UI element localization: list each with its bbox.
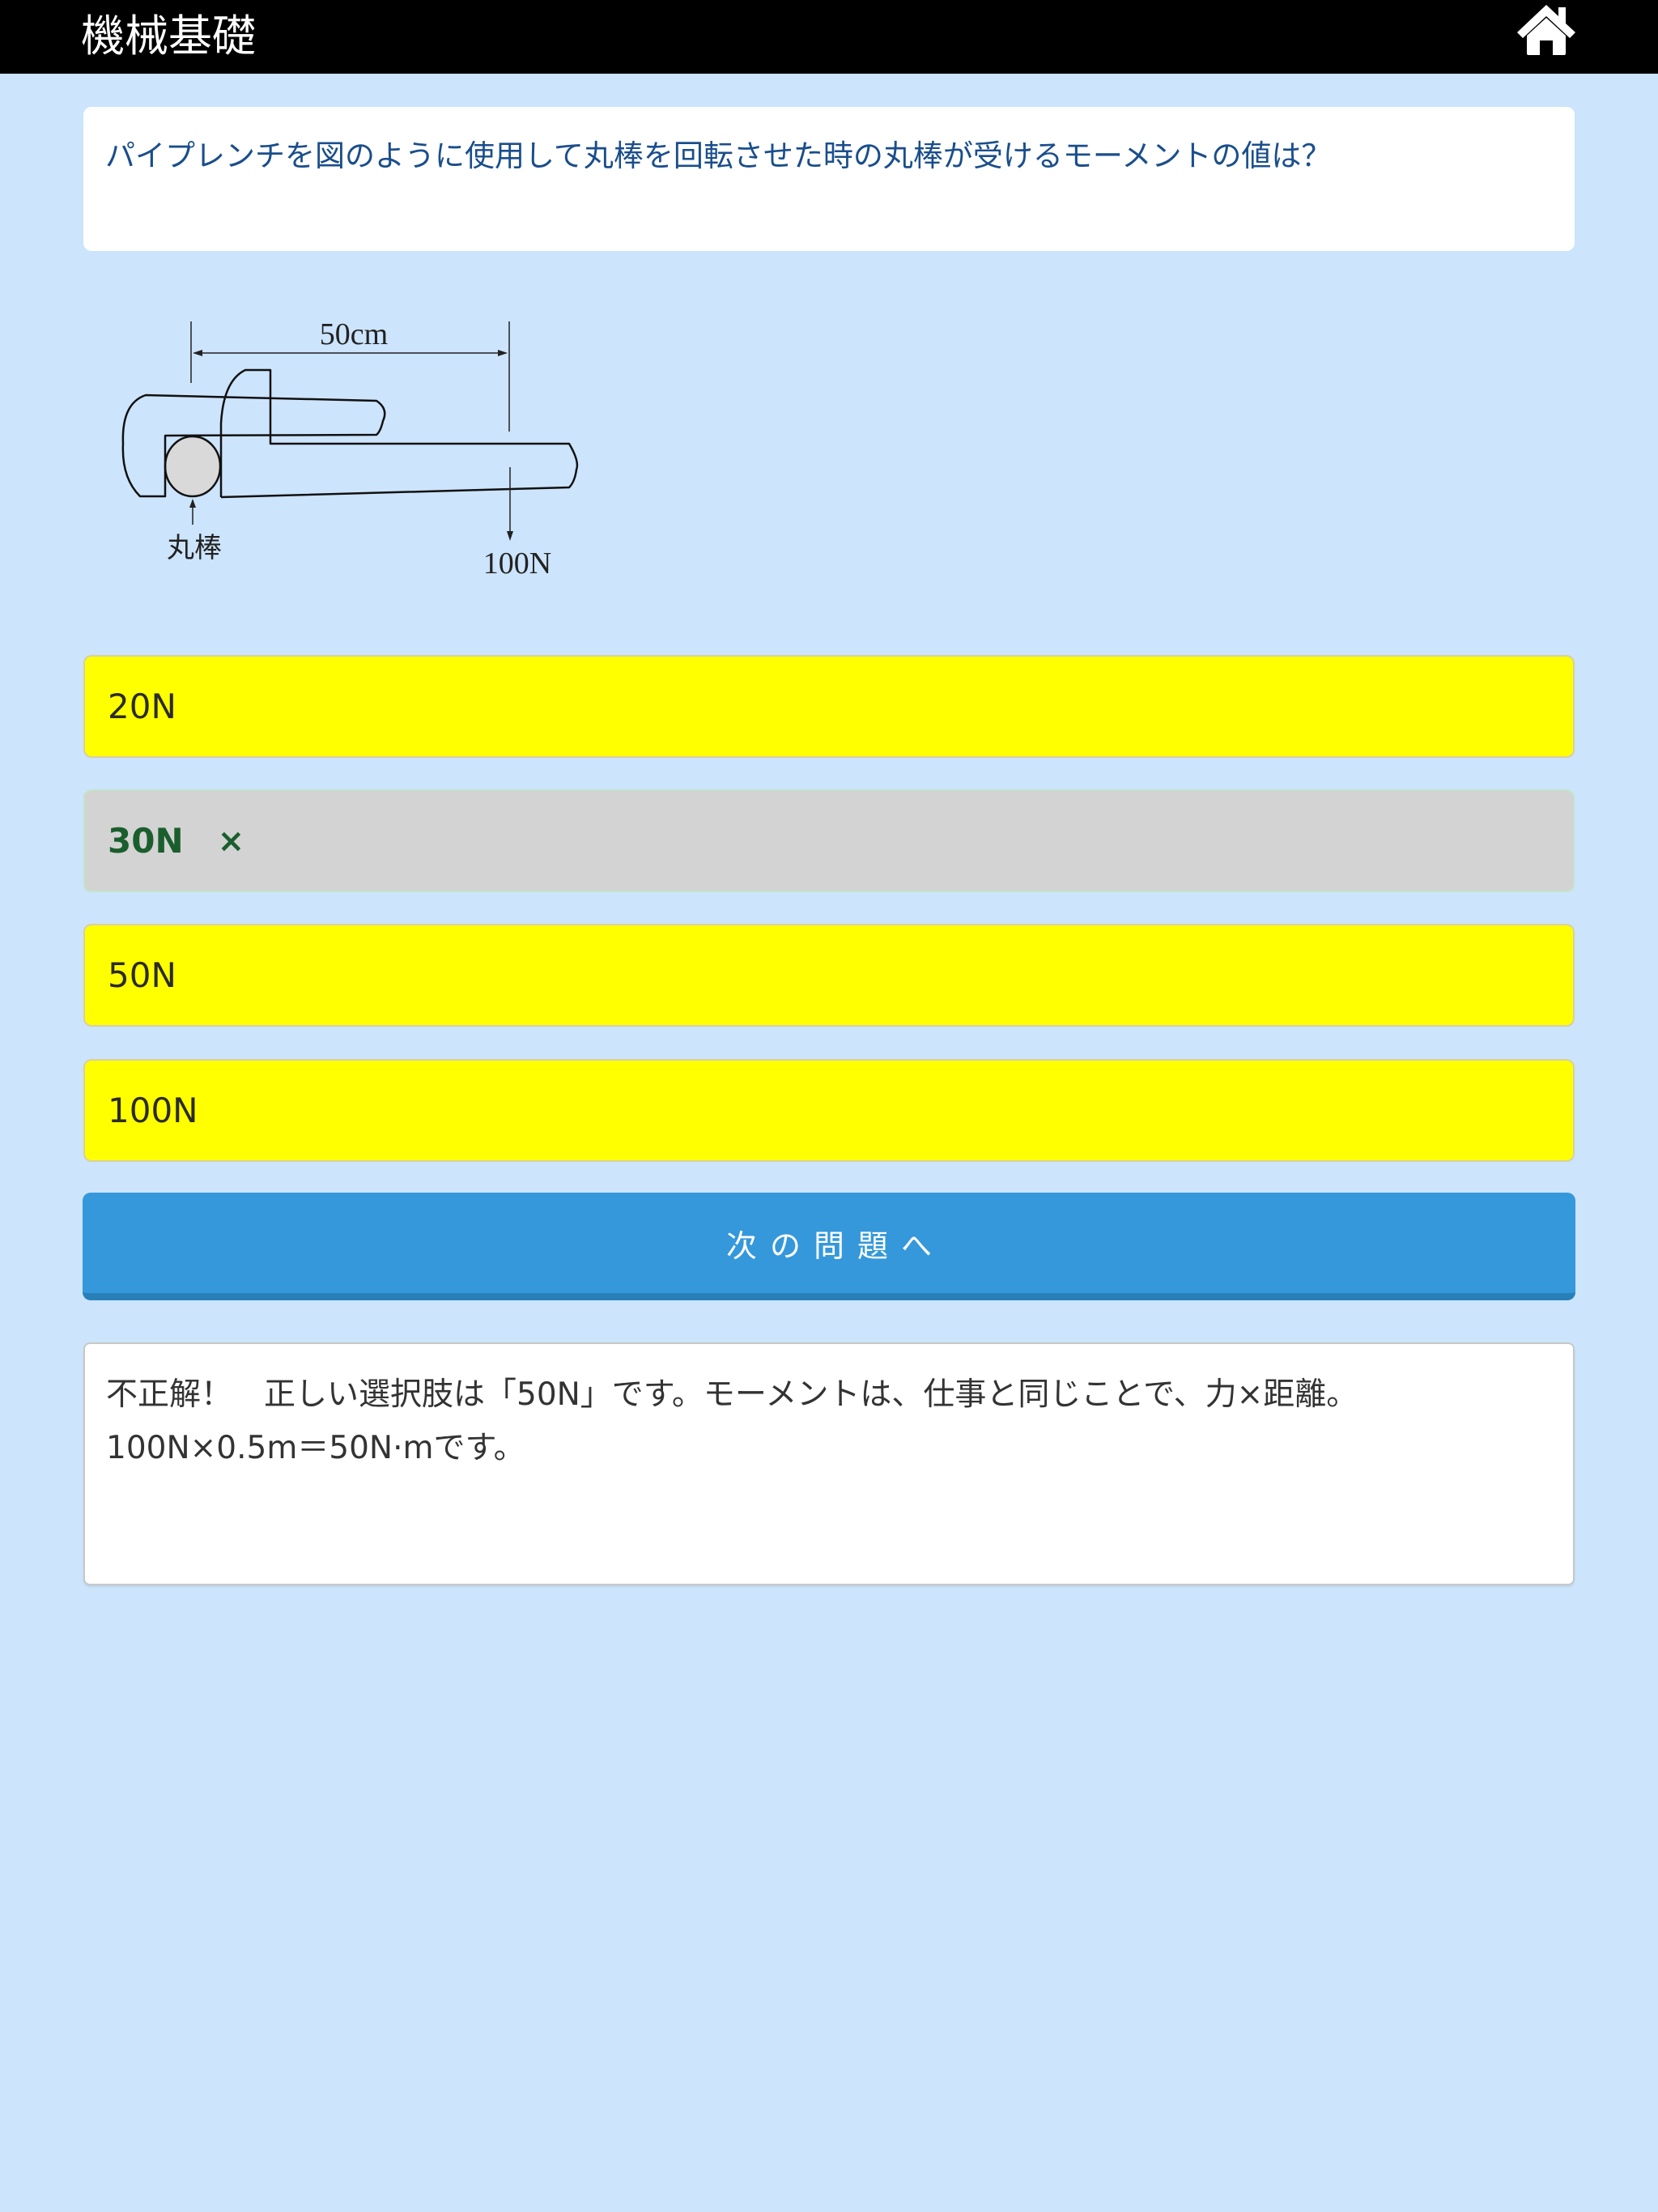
option-label: 50N [108, 955, 176, 995]
next-question-button[interactable]: 次の問題へ [83, 1193, 1575, 1300]
force-label: 100N [483, 547, 551, 581]
home-button[interactable] [1512, 2, 1580, 58]
explanation-box: 不正解！ 正しい選択肢は「50N」です。モーメントは、仕事と同じことで、力×距離… [83, 1342, 1575, 1585]
question-card: パイプレンチを図のように使用して丸棒を回転させた時の丸棒が受けるモーメントの値は… [83, 107, 1575, 251]
question-text: パイプレンチを図のように使用して丸棒を回転させた時の丸棒が受けるモーメントの値は… [105, 138, 1332, 173]
answer-option-3[interactable]: 50N [83, 924, 1575, 1027]
option-label: 30N × [108, 821, 245, 861]
app-header: 機械基礎 [0, 0, 1658, 74]
wrong-mark-icon: × [217, 822, 245, 860]
option-label: 100N [108, 1091, 198, 1130]
explanation-text: 不正解！ 正しい選択肢は「50N」です。モーメントは、仕事と同じことで、力×距離… [106, 1376, 1358, 1466]
round-rod-shape [164, 435, 222, 498]
app-title: 機械基礎 [81, 11, 256, 62]
option-label: 20N [108, 687, 176, 726]
pipe-wrench-diagram: 50cm 100N 丸棒 [121, 317, 579, 581]
wrench-upper-jaw [121, 393, 386, 498]
rod-label: 丸棒 [167, 532, 222, 564]
next-question-label: 次の問題へ [725, 1227, 945, 1264]
answer-option-4[interactable]: 100N [83, 1059, 1575, 1162]
wrench-handle [219, 368, 579, 499]
dimension-label: 50cm [320, 317, 388, 351]
answer-option-2[interactable]: 30N × [83, 789, 1575, 892]
answer-option-1[interactable]: 20N [83, 655, 1575, 758]
home-icon [1517, 5, 1575, 55]
